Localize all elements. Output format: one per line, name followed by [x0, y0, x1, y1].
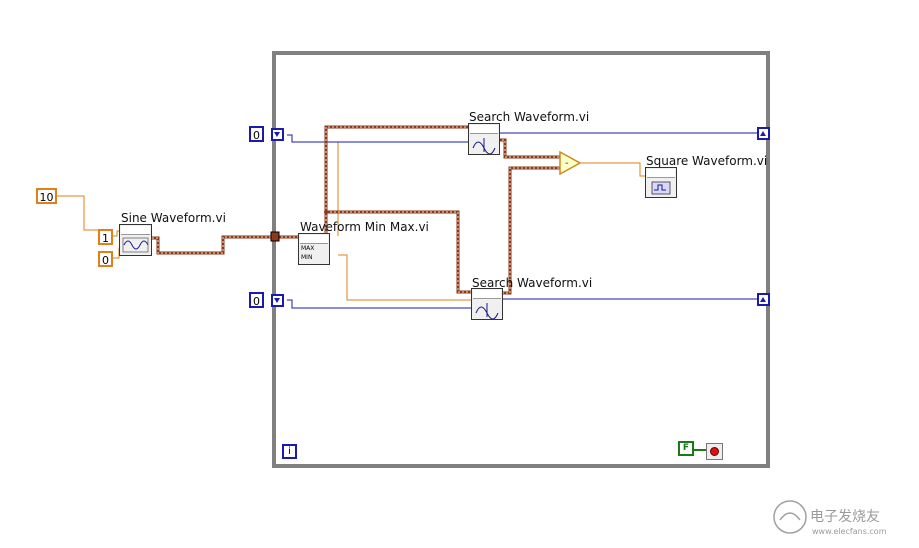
watermark-text: 电子发烧友: [810, 509, 880, 525]
search-icon: [472, 138, 496, 154]
shift-register-right-bottom[interactable]: [757, 293, 770, 306]
waveform-minmax-label: Waveform Min Max.vi: [300, 220, 429, 234]
svg-text:-: -: [565, 158, 569, 169]
shift-init-top[interactable]: 0: [249, 126, 264, 142]
watermark-logo: [773, 500, 807, 534]
square-waveform-label: Square Waveform.vi: [646, 154, 768, 168]
constant-ten[interactable]: 10: [36, 188, 57, 204]
integer-wires: [287, 132, 757, 309]
search-waveform-2-node[interactable]: [471, 288, 503, 320]
shift-register-left-bottom[interactable]: [271, 294, 284, 307]
constant-zero[interactable]: 0: [98, 251, 113, 267]
loop-condition-terminal[interactable]: [706, 443, 723, 460]
square-waveform-node[interactable]: [645, 167, 677, 198]
sine-wave-icon: [122, 237, 149, 253]
waveform-wires: [152, 125, 560, 295]
search-waveform-1-node[interactable]: [468, 123, 500, 155]
max-text: MAX: [301, 245, 315, 252]
shift-register-left-top[interactable]: [271, 128, 284, 141]
wire-junction: [324, 210, 328, 214]
watermark-url: www.elecfans.com: [812, 527, 887, 536]
waveform-tunnel: [270, 231, 280, 242]
waveform-minmax-node[interactable]: MAX MIN: [298, 233, 330, 265]
square-wave-icon: [651, 181, 671, 195]
iteration-terminal: i: [282, 444, 297, 459]
stop-constant[interactable]: F: [678, 441, 694, 456]
search-waveform-2-label: Search Waveform.vi: [472, 276, 593, 290]
min-text: MIN: [301, 254, 313, 261]
shift-init-bottom[interactable]: 0: [249, 292, 264, 308]
stop-icon: [710, 447, 719, 456]
shift-register-right-top[interactable]: [757, 127, 770, 140]
while-loop-frame: [272, 51, 770, 468]
sine-waveform-label: Sine Waveform.vi: [121, 211, 226, 225]
sine-waveform-node[interactable]: [119, 224, 152, 256]
constant-one[interactable]: 1: [98, 229, 113, 245]
search-icon: [475, 303, 499, 319]
subtract-node: [559, 150, 582, 176]
search-waveform-1-label: Search Waveform.vi: [469, 110, 590, 124]
stop-wire: [694, 449, 706, 451]
